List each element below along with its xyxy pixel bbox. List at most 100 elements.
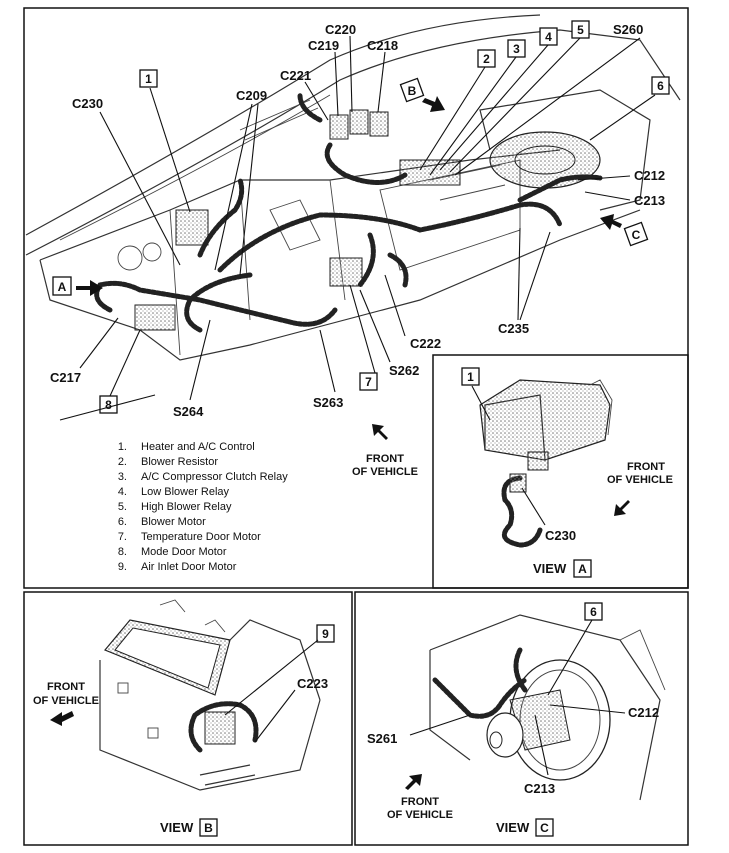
svg-text:1: 1 <box>145 72 152 86</box>
label-s260: S260 <box>613 22 643 37</box>
svg-text:Temperature Door Motor: Temperature Door Motor <box>141 531 261 543</box>
callout-8: 8 <box>99 395 118 414</box>
callout-1: 1 <box>139 69 158 88</box>
view-marker-c: C <box>600 214 649 247</box>
view-marker-a: A <box>52 276 103 296</box>
view-a-frame <box>432 354 689 589</box>
front-arrow-icon <box>405 774 422 790</box>
svg-text:9: 9 <box>322 627 329 641</box>
callout-3: 3 <box>507 39 526 58</box>
callout-2: 2 <box>477 49 496 68</box>
svg-text:OF VEHICLE: OF VEHICLE <box>607 474 673 486</box>
svg-text:C: C <box>632 228 641 242</box>
front-arrow-icon <box>372 424 388 440</box>
svg-text:7.: 7. <box>118 531 127 543</box>
view-c-callout-6: 6 <box>584 602 603 621</box>
label-c212: C212 <box>634 168 665 183</box>
svg-text:Low Blower Relay: Low Blower Relay <box>141 486 230 498</box>
svg-text:3.: 3. <box>118 471 127 483</box>
svg-text:Mode Door Motor: Mode Door Motor <box>141 546 227 558</box>
svg-text:FRONT: FRONT <box>627 461 665 473</box>
main-connector-labels: C220 C219 C218 C221 C230 C209 S260 C212 … <box>50 22 665 419</box>
view-c-leader-c213 <box>534 714 549 776</box>
svg-text:VIEW: VIEW <box>496 820 530 835</box>
svg-text:B: B <box>204 821 213 835</box>
callout-5: 5 <box>571 20 590 39</box>
svg-text:3: 3 <box>513 42 520 56</box>
svg-text:4.: 4. <box>118 486 127 498</box>
svg-text:FRONT: FRONT <box>47 681 85 693</box>
view-a-title: VIEW A <box>533 559 592 578</box>
svg-text:Blower Resistor: Blower Resistor <box>141 456 218 468</box>
view-c-label-c212: C212 <box>628 705 659 720</box>
view-b-front-indicator: FRONT OF VEHICLE <box>33 681 99 726</box>
svg-text:1.: 1. <box>118 441 127 453</box>
view-a-leader-1 <box>471 385 491 421</box>
front-arrow-icon <box>614 500 630 516</box>
svg-text:4: 4 <box>545 30 552 44</box>
view-b-leader-9 <box>224 639 319 716</box>
view-c-drawing <box>429 614 666 801</box>
label-c235: C235 <box>498 321 529 336</box>
label-c209: C209 <box>236 88 267 103</box>
view-a-label-c230: C230 <box>545 528 576 543</box>
view-c-leader-s261 <box>409 714 471 736</box>
callout-6: 6 <box>651 76 670 95</box>
view-a-drawing <box>479 379 613 548</box>
view-b-callout-9: 9 <box>316 624 335 643</box>
label-s264: S264 <box>173 404 204 419</box>
svg-text:Heater and A/C Control: Heater and A/C Control <box>141 441 255 453</box>
svg-text:5: 5 <box>577 23 584 37</box>
svg-text:8: 8 <box>105 398 112 412</box>
svg-text:2.: 2. <box>118 456 127 468</box>
svg-text:OF VEHICLE: OF VEHICLE <box>352 466 418 478</box>
svg-text:FRONT: FRONT <box>366 453 404 465</box>
view-c-label-c213: C213 <box>524 781 555 796</box>
svg-text:A/C Compressor Clutch Relay: A/C Compressor Clutch Relay <box>141 471 288 483</box>
label-c217: C217 <box>50 370 81 385</box>
svg-text:C: C <box>540 821 549 835</box>
view-marker-b: B <box>399 77 445 112</box>
svg-text:B: B <box>408 84 417 98</box>
label-c230: C230 <box>72 96 103 111</box>
view-b-arrow-icon <box>422 96 445 112</box>
label-c219: C219 <box>308 38 339 53</box>
view-a-arrow-icon <box>76 280 103 296</box>
label-s262: S262 <box>389 363 419 378</box>
dashboard-drawing <box>25 14 681 361</box>
svg-text:VIEW: VIEW <box>160 820 194 835</box>
svg-text:VIEW: VIEW <box>533 561 567 576</box>
view-c-arrow-icon <box>600 214 622 230</box>
label-c218: C218 <box>367 38 398 53</box>
main-front-indicator: FRONT OF VEHICLE <box>352 424 418 478</box>
main-view-frame <box>23 7 689 589</box>
view-c-leader-c212 <box>549 704 626 714</box>
callout-4: 4 <box>539 27 558 46</box>
view-b-frame <box>23 591 353 846</box>
main-leader-lines <box>59 35 656 421</box>
view-b-drawing <box>99 599 321 791</box>
svg-text:5.: 5. <box>118 501 127 513</box>
svg-text:6.: 6. <box>118 516 127 528</box>
label-c213: C213 <box>634 193 665 208</box>
front-arrow-icon <box>50 711 74 726</box>
legend: 1. Heater and A/C Control 2. Blower Resi… <box>118 441 288 573</box>
svg-text:9.: 9. <box>118 561 127 573</box>
label-c222: C222 <box>410 336 441 351</box>
svg-text:A: A <box>578 562 587 576</box>
view-b-title: VIEW B <box>160 818 218 837</box>
view-c-front-indicator: FRONT OF VEHICLE <box>387 774 453 821</box>
view-a-front-indicator: FRONT OF VEHICLE <box>607 461 673 516</box>
svg-text:OF VEHICLE: OF VEHICLE <box>387 809 453 821</box>
svg-text:Air Inlet Door Motor: Air Inlet Door Motor <box>141 561 237 573</box>
svg-text:OF VEHICLE: OF VEHICLE <box>33 695 99 707</box>
svg-text:Blower Motor: Blower Motor <box>141 516 206 528</box>
svg-text:FRONT: FRONT <box>401 796 439 808</box>
view-c-frame <box>354 591 689 846</box>
svg-text:A: A <box>58 280 67 294</box>
label-c220: C220 <box>325 22 356 37</box>
view-c-title: VIEW C <box>496 818 554 837</box>
svg-text:2: 2 <box>483 52 490 66</box>
label-s263: S263 <box>313 395 343 410</box>
